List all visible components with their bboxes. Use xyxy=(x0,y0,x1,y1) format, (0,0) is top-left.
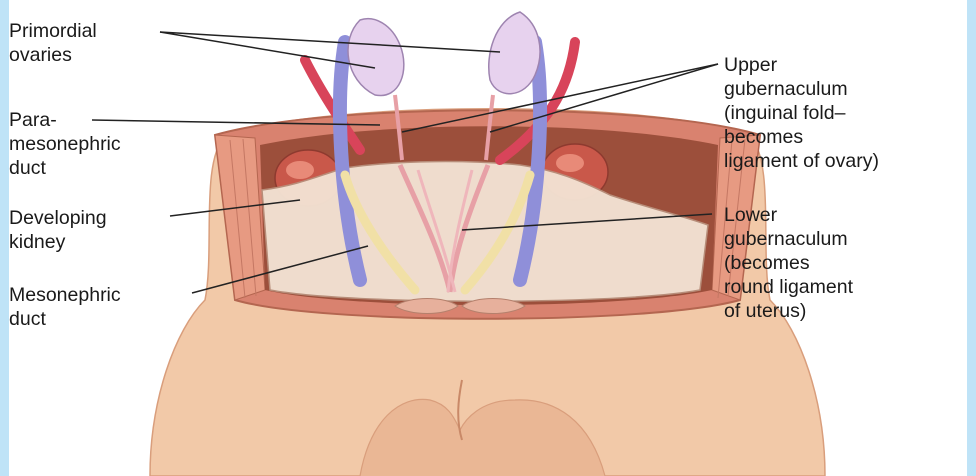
primordial-ovary-left xyxy=(348,19,404,96)
label-lower-gubernaculum: Lower gubernaculum (becomes round ligame… xyxy=(724,203,853,323)
label-developing-kidney: Developing kidney xyxy=(9,206,107,254)
kidney-left-highlight xyxy=(286,161,314,179)
label-mesonephric-duct: Mesonephric duct xyxy=(9,283,121,331)
label-primordial-ovaries: Primordial ovaries xyxy=(9,19,97,67)
kidney-right-highlight xyxy=(556,154,584,172)
label-upper-gubernaculum: Upper gubernaculum (inguinal fold– becom… xyxy=(724,53,879,173)
leader-primordial-right xyxy=(160,32,500,52)
label-paramesonephric-duct: Para- mesonephric duct xyxy=(9,108,121,180)
